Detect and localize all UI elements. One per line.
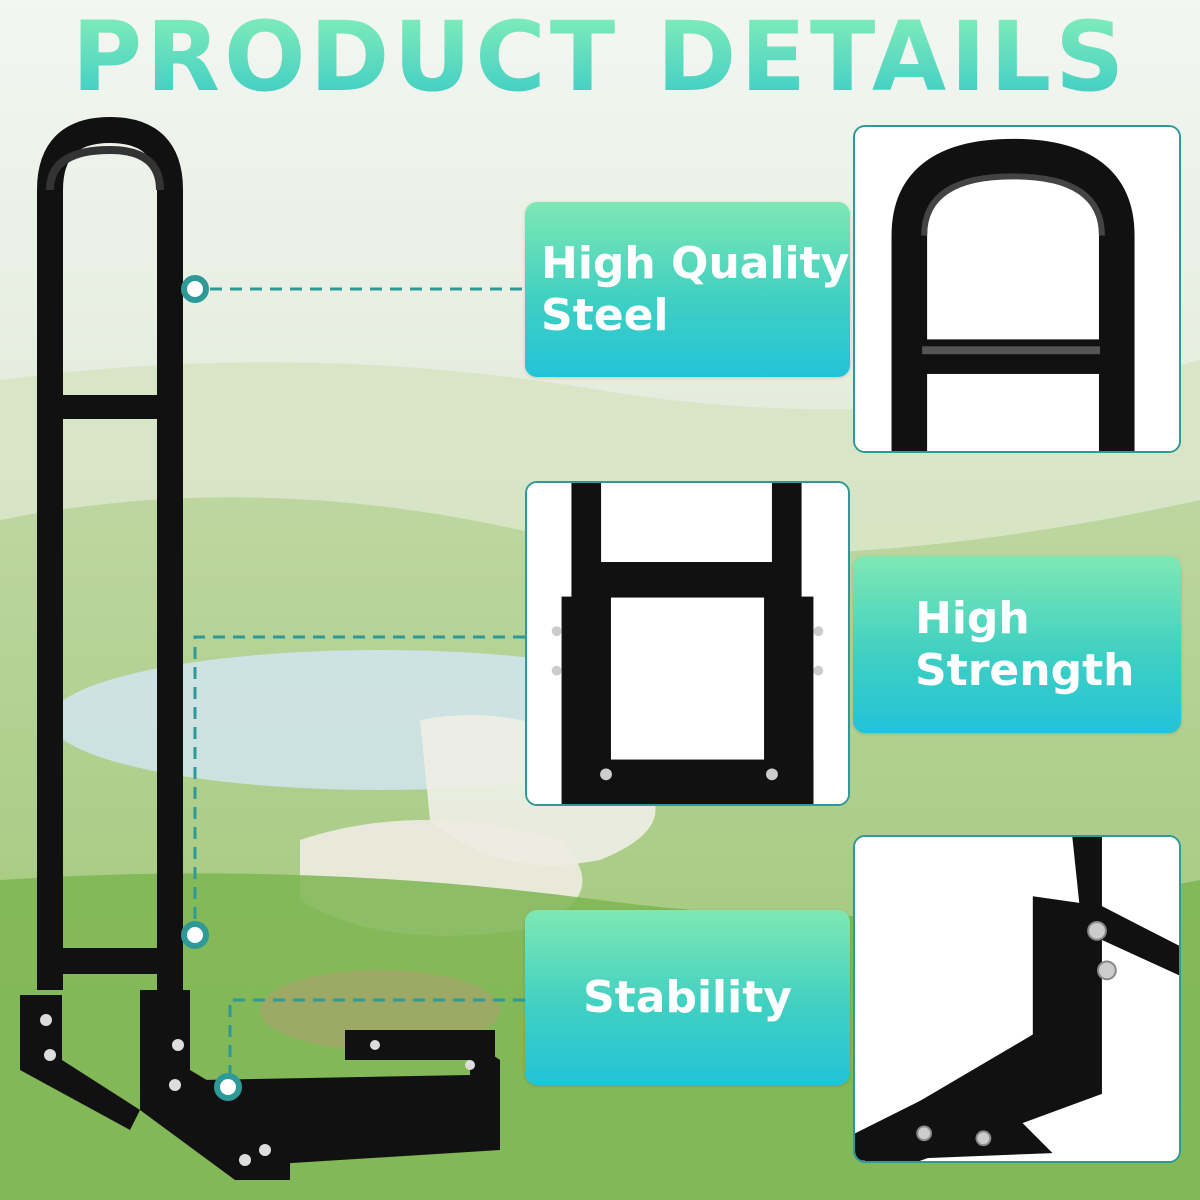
detail-photo-middle-frame: [525, 481, 850, 806]
feature-label-steel: High Quality Steel: [525, 202, 850, 377]
feature-label-stability: Stability: [525, 910, 850, 1085]
page-title: PRODUCT DETAILS: [0, 2, 1200, 112]
feature-label-steel-line2: Steel: [541, 289, 669, 341]
detail-photo-top-arch: [853, 125, 1181, 453]
feature-label-strength-line2: Strength: [915, 644, 1135, 696]
feature-label-strength-line1: High: [915, 592, 1030, 644]
feature-label-stability-text: Stability: [583, 971, 792, 1023]
detail-photo-base-bracket: [853, 835, 1181, 1163]
feature-label-strength: High Strength: [853, 556, 1181, 733]
feature-label-steel-line1: High Quality: [541, 237, 850, 289]
